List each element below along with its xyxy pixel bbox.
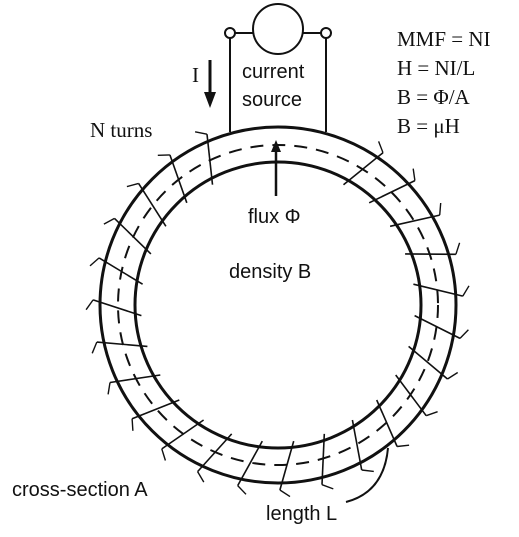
- equation-mmf: MMF = NI: [397, 27, 491, 51]
- winding-turn: [169, 154, 188, 204]
- winding-turn-barb: [89, 257, 100, 267]
- core-inner-edge: [133, 160, 423, 450]
- equations: MMF = NI H = NI/L B = Φ/A B = μH: [397, 27, 491, 138]
- winding-turn-barb: [447, 371, 459, 380]
- flux-arrow: [271, 140, 281, 196]
- winding-turn-barb: [237, 485, 247, 495]
- cross-section-label: cross-section A: [12, 479, 148, 501]
- coil-winding: [85, 131, 470, 498]
- length-label: length L: [266, 503, 337, 525]
- winding-turn-barb: [455, 242, 461, 255]
- winding-turn: [279, 440, 295, 491]
- winding-turn: [321, 433, 326, 485]
- terminal-left: [224, 27, 236, 39]
- winding-turn: [389, 214, 440, 228]
- toroid-core: [98, 125, 458, 485]
- winding-turn-barb: [361, 469, 374, 473]
- equation-b-mu: B = μH: [397, 114, 460, 138]
- winding-turn-barb: [439, 202, 442, 216]
- winding-turn: [368, 179, 416, 204]
- winding-turn-barb: [161, 448, 167, 461]
- winding-turn: [131, 399, 180, 420]
- winding-turn: [98, 257, 144, 285]
- flux-label: flux Φ: [248, 206, 301, 228]
- equation-h: H = NI/L: [397, 56, 475, 80]
- winding-turn-barb: [425, 411, 438, 417]
- winding-turn: [342, 152, 384, 186]
- source-symbol: [252, 3, 304, 55]
- winding-turn-barb: [279, 489, 291, 498]
- winding-turn-barb: [462, 285, 470, 297]
- length-pointer: [345, 447, 389, 503]
- winding-turn-barb: [196, 471, 205, 483]
- turns-label: N turns: [90, 118, 152, 142]
- winding-turn-barb: [126, 182, 139, 188]
- winding-turn: [96, 341, 148, 348]
- flux-arrow-head: [271, 140, 281, 152]
- winding-turn: [92, 299, 142, 317]
- winding-turn-barb: [397, 444, 410, 448]
- terminal-right: [320, 27, 332, 39]
- winding-turn: [395, 374, 427, 417]
- source-label-line1: current: [242, 61, 305, 83]
- winding-turn-barb: [412, 168, 416, 181]
- winding-turn: [137, 182, 167, 227]
- winding-turn: [413, 283, 463, 297]
- winding-turn: [375, 399, 398, 447]
- current-arrow-head: [204, 92, 216, 108]
- winding-turn-barb: [131, 418, 134, 431]
- winding-turn: [109, 374, 161, 384]
- current-source: [224, 3, 332, 132]
- winding-turn-barb: [103, 217, 115, 225]
- winding-turn-barb: [107, 382, 111, 395]
- winding-turn: [206, 134, 214, 185]
- winding-turn-barb: [377, 141, 384, 153]
- winding-turn-barb: [91, 341, 98, 354]
- equation-b-flux: B = Φ/A: [397, 85, 471, 109]
- winding-turn: [351, 419, 363, 471]
- winding-turn-barb: [321, 484, 334, 490]
- winding-turn-barb: [459, 329, 469, 339]
- core-outer-edge: [98, 125, 458, 485]
- winding-turn: [197, 433, 233, 473]
- current-label: I: [192, 63, 199, 87]
- winding-turn-barb: [85, 299, 94, 311]
- winding-turn: [236, 440, 264, 486]
- winding-turn: [113, 217, 152, 255]
- source-label-line2: source: [242, 89, 302, 111]
- winding-turn: [161, 419, 205, 450]
- winding-turn: [408, 345, 449, 380]
- density-label: density B: [229, 261, 311, 283]
- winding-turn-barb: [194, 131, 208, 135]
- winding-turn: [414, 314, 461, 340]
- current-direction-arrow: [204, 60, 216, 108]
